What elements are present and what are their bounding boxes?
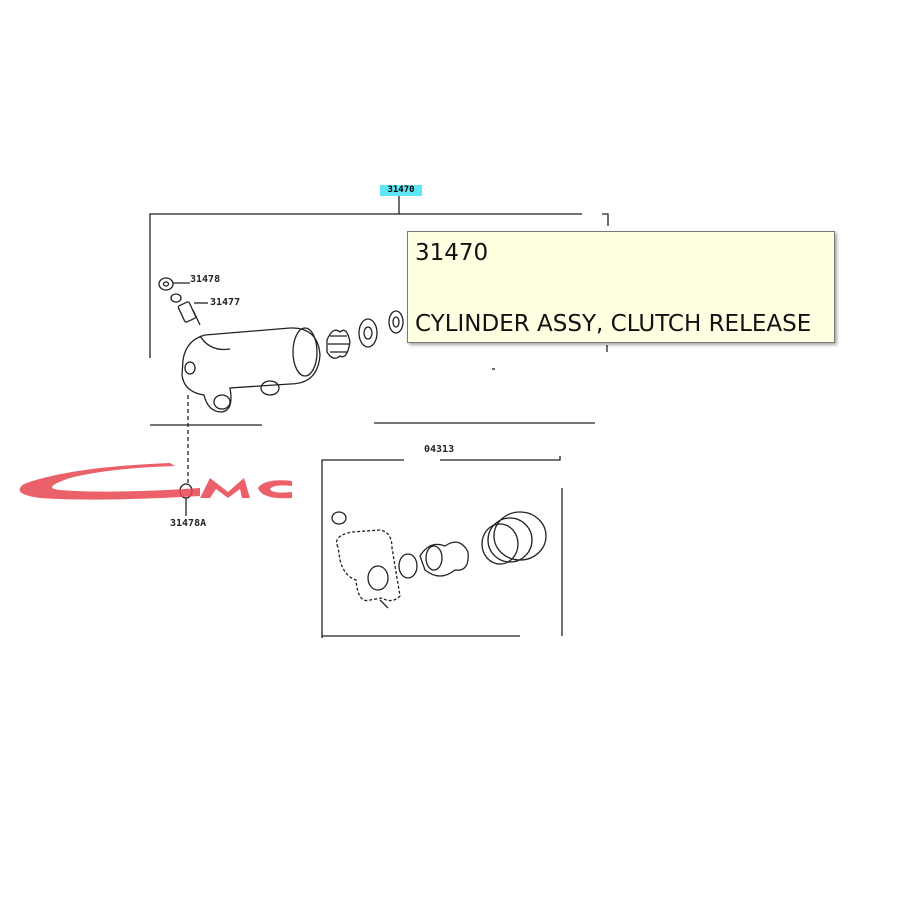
part-label-31477[interactable]: 31477: [210, 297, 241, 308]
assembly-bracket: [149, 213, 609, 358]
cylinder-body: [181, 327, 321, 413]
part-label-31478a[interactable]: 31478A: [170, 518, 207, 529]
part-label-04313[interactable]: 04313: [424, 444, 455, 455]
watermark-logo: [19, 463, 292, 500]
tooltip-part-number: 31470: [415, 240, 489, 266]
part-label-31478[interactable]: 31478: [190, 274, 221, 285]
kit-bracket: [321, 456, 561, 638]
part-tooltip: 31470 CYLINDER ASSY, CLUTCH RELEASE: [407, 231, 835, 343]
tooltip-part-name: CYLINDER ASSY, CLUTCH RELEASE: [415, 311, 812, 337]
assembly-callout-31470[interactable]: 31470: [380, 185, 422, 196]
